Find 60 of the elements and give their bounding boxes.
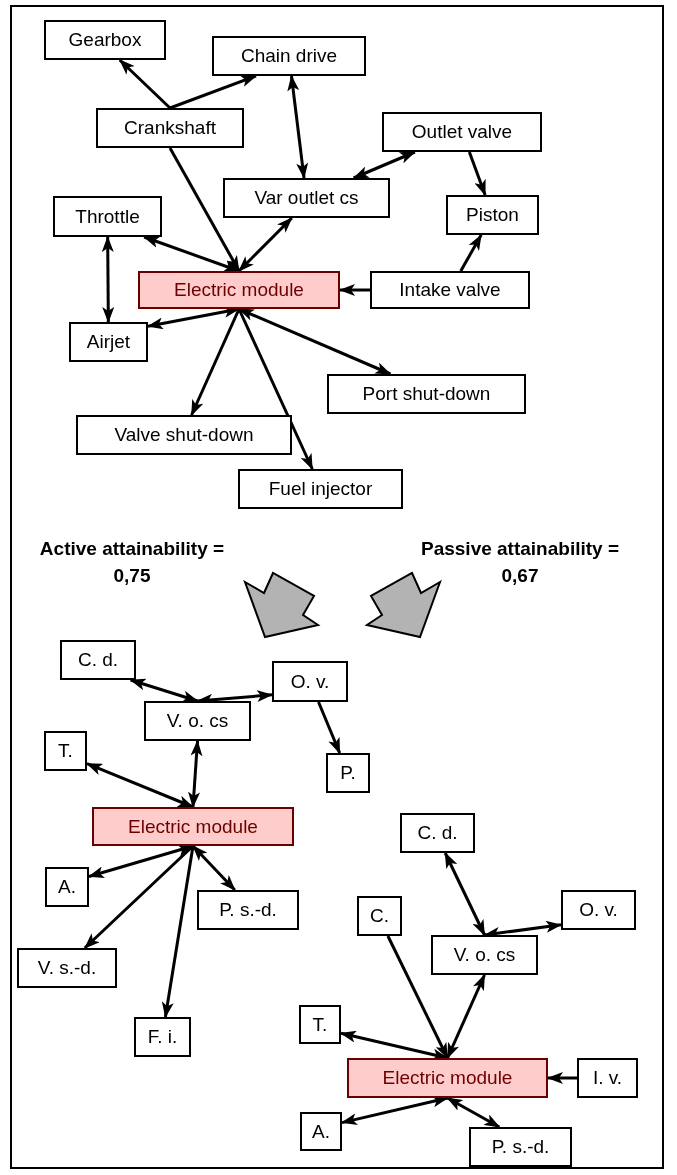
arrow xyxy=(168,147,241,272)
component-box: A. xyxy=(300,1112,342,1151)
arrow xyxy=(446,974,486,1059)
component-box: C. d. xyxy=(60,640,136,680)
arrow xyxy=(352,150,416,180)
component-box: Outlet valve xyxy=(382,112,542,152)
arrow xyxy=(386,935,449,1059)
module-box: Electric module xyxy=(347,1058,548,1098)
component-box: P. s.-d. xyxy=(197,890,299,930)
arrow xyxy=(190,308,241,416)
arrow xyxy=(161,845,195,1018)
module-box: Electric module xyxy=(138,271,340,309)
arrow xyxy=(191,844,236,892)
component-box: Var outlet cs xyxy=(223,178,390,218)
arrow xyxy=(169,74,257,110)
component-box: Port shut-down xyxy=(327,374,526,414)
arrow xyxy=(443,852,486,936)
component-box: Crankshaft xyxy=(96,108,244,148)
component-box: O. v. xyxy=(272,661,348,702)
component-box: Airjet xyxy=(69,322,148,362)
arrow xyxy=(446,1096,501,1129)
arrow xyxy=(118,58,172,110)
arrow xyxy=(143,235,240,273)
component-box: V. s.-d. xyxy=(17,948,117,988)
arrow xyxy=(129,678,199,703)
arrow xyxy=(317,701,342,754)
component-box: A. xyxy=(45,867,89,907)
arrow xyxy=(237,216,293,273)
component-box: Fuel injector xyxy=(238,469,403,509)
component-box: Throttle xyxy=(53,196,162,237)
module-box: Electric module xyxy=(92,807,294,846)
component-box: Valve shut-down xyxy=(76,415,292,455)
arrow xyxy=(547,1072,577,1084)
arrow xyxy=(287,75,309,179)
component-box: Piston xyxy=(446,195,539,235)
component-box: T. xyxy=(299,1005,341,1044)
arrow xyxy=(86,762,194,809)
component-box: Chain drive xyxy=(212,36,366,76)
component-box: O. v. xyxy=(561,890,636,930)
component-box: F. i. xyxy=(134,1017,191,1057)
component-box: C. d. xyxy=(400,813,475,853)
arrow xyxy=(101,236,115,323)
arrow xyxy=(467,151,487,196)
component-box: Gearbox xyxy=(44,20,166,60)
component-box: I. v. xyxy=(577,1058,638,1098)
arrow xyxy=(237,308,314,470)
arrow xyxy=(339,284,370,296)
arrow xyxy=(459,234,483,272)
component-box: V. o. cs xyxy=(431,935,538,975)
component-box: C. xyxy=(357,896,402,936)
arrow xyxy=(340,1030,449,1061)
arrow xyxy=(188,740,203,808)
attainability-note: Passive attainability = 0,67 xyxy=(420,537,620,588)
component-box: P. xyxy=(326,753,370,793)
arrow xyxy=(238,307,392,376)
component-box: Intake valve xyxy=(370,271,530,309)
attainability-note: Active attainability = 0,75 xyxy=(38,537,226,588)
component-box: P. s.-d. xyxy=(469,1127,572,1167)
component-box: T. xyxy=(44,731,87,771)
component-box: V. o. cs xyxy=(144,701,251,741)
